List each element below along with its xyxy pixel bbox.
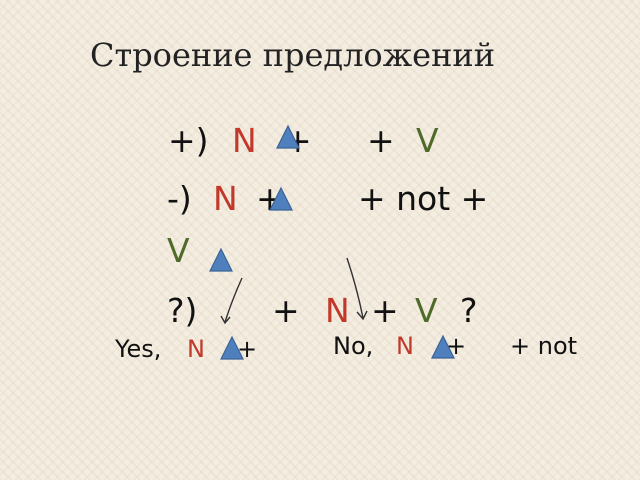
blue-triangle-icon xyxy=(220,335,244,360)
slide-title: Строение предложений xyxy=(90,36,496,74)
line3-plus-2: + xyxy=(371,291,399,330)
line1-plus-2: + xyxy=(367,121,395,160)
curved-arrow-icon xyxy=(346,257,368,321)
blue-triangle-icon xyxy=(269,186,293,211)
line3-question-mark: ? xyxy=(460,291,478,330)
blue-triangle-icon xyxy=(431,334,455,359)
answer-yes-noun: N xyxy=(187,335,205,363)
line1-prefix: +) xyxy=(168,121,209,160)
line1-verb: V xyxy=(416,121,439,160)
line2-prefix: -) xyxy=(167,179,192,218)
answer-no-word: No, xyxy=(333,332,374,360)
line3-prefix: ?) xyxy=(167,291,198,330)
line3-plus: + xyxy=(272,291,300,330)
answer-no-not: + not xyxy=(510,332,578,360)
answer-no-noun: N xyxy=(396,332,414,360)
blue-triangle-icon xyxy=(276,124,300,149)
line2-noun: N xyxy=(213,179,238,218)
line3-verb: V xyxy=(415,291,438,330)
line2-not-phrase: + not + xyxy=(358,179,489,218)
line3-noun: N xyxy=(325,291,350,330)
line1-noun: N xyxy=(232,121,257,160)
curved-arrow-icon xyxy=(220,277,243,325)
blue-triangle-icon xyxy=(209,247,233,272)
line2-verb: V xyxy=(167,231,190,270)
answer-yes-word: Yes, xyxy=(115,335,162,363)
answer-yes-plus: + xyxy=(237,335,258,363)
